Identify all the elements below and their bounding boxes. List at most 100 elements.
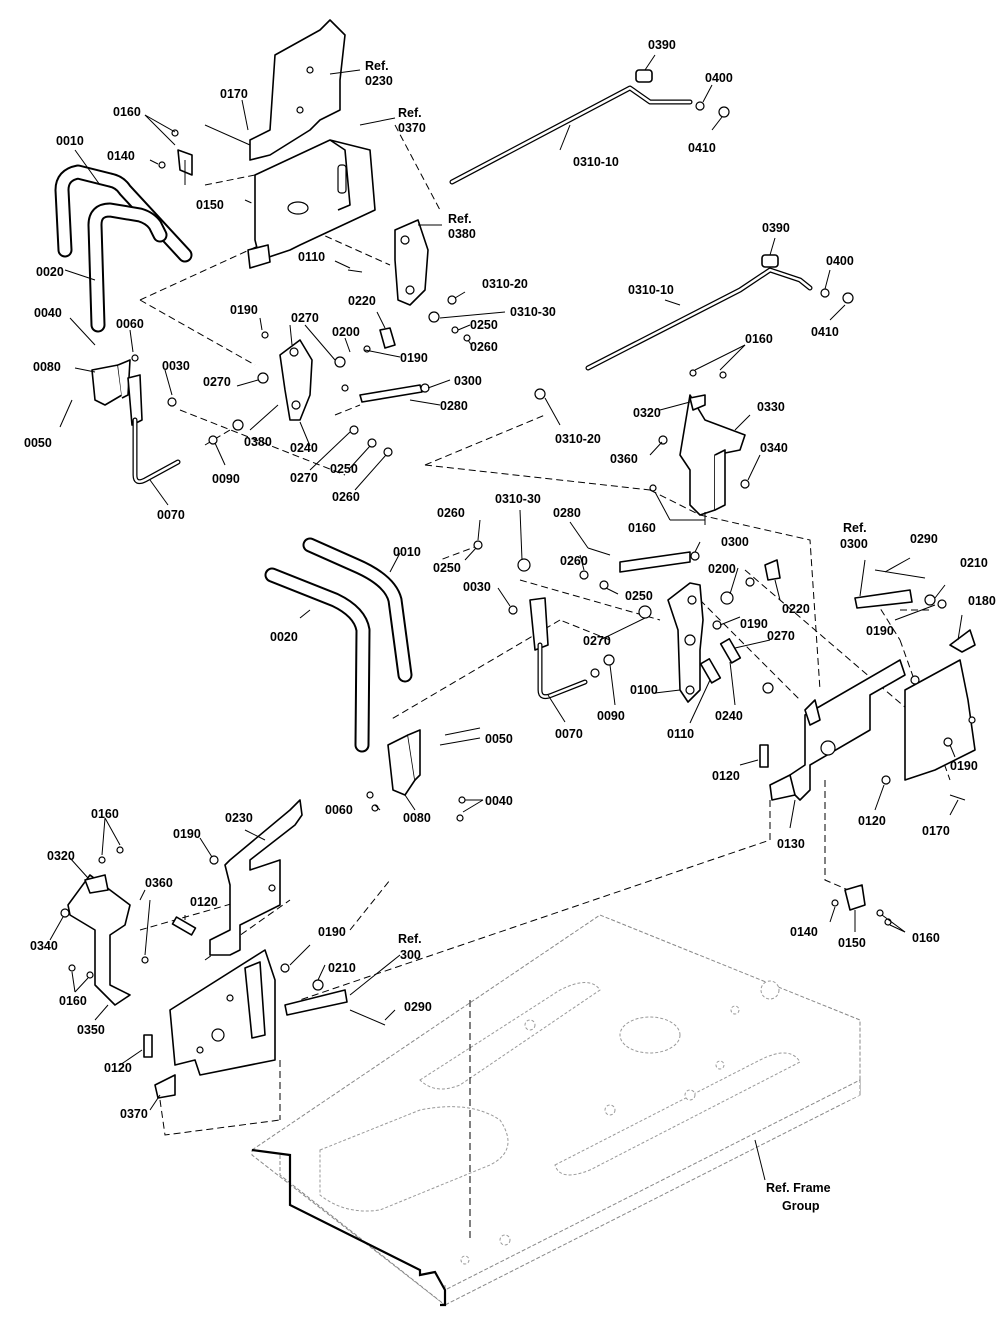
part-label: 0220 bbox=[348, 294, 376, 308]
plate-0370-top bbox=[247, 139, 376, 269]
part-label: 0190 bbox=[318, 925, 346, 939]
spring-0300-middle bbox=[587, 547, 700, 573]
part-label: 0290 bbox=[910, 532, 938, 546]
part-label: 0340 bbox=[760, 441, 788, 455]
part-label: 0270 bbox=[203, 375, 231, 389]
part-label: 0150 bbox=[838, 936, 866, 950]
part-label: 0330 bbox=[757, 400, 785, 414]
part-label: 0160 bbox=[628, 521, 656, 535]
part-label: 0250 bbox=[625, 589, 653, 603]
part-label: 0320 bbox=[47, 849, 75, 863]
part-label: 0310-10 bbox=[573, 155, 619, 169]
part-label: 0210 bbox=[328, 961, 356, 975]
part-label: 0190 bbox=[230, 303, 258, 317]
part-label: 0160 bbox=[745, 332, 773, 346]
part-label: 0190 bbox=[400, 351, 428, 365]
svg-text:300: 300 bbox=[400, 948, 421, 962]
part-label: 0190 bbox=[866, 624, 894, 638]
handle-0010-middle bbox=[302, 537, 413, 683]
small-hardware-middle bbox=[366, 540, 781, 822]
part-label: 0230 bbox=[225, 811, 253, 825]
rod-0310-10-lower bbox=[585, 254, 854, 371]
handle-0070-top bbox=[127, 374, 181, 485]
part-label: 0140 bbox=[790, 925, 818, 939]
part-label: 0320 bbox=[633, 406, 661, 420]
part-label: 0190 bbox=[950, 759, 978, 773]
part-label: 0310-30 bbox=[495, 492, 541, 506]
bracket-0080-top bbox=[91, 359, 131, 406]
spring-ref-300-bottom bbox=[280, 963, 386, 1026]
label-ref-frame-group: Ref. Frame bbox=[766, 1181, 831, 1195]
svg-text:0370: 0370 bbox=[398, 121, 426, 135]
part-label: 0200 bbox=[708, 562, 736, 576]
part-labels: Ref. 0230 Ref. 0370 Ref. 0380 Ref. 0300 … bbox=[24, 38, 996, 1213]
part-label: 0060 bbox=[116, 317, 144, 331]
part-label: 0140 bbox=[107, 149, 135, 163]
svg-text:Group: Group bbox=[782, 1199, 820, 1213]
label-ref-300: Ref. bbox=[398, 932, 422, 946]
part-label: 0260 bbox=[560, 554, 588, 568]
part-label: 0360 bbox=[145, 876, 173, 890]
part-label: 0220 bbox=[782, 602, 810, 616]
part-label: 0130 bbox=[777, 837, 805, 851]
part-label: 0120 bbox=[858, 814, 886, 828]
part-label: 0390 bbox=[762, 221, 790, 235]
rod-0310-10-upper bbox=[449, 69, 730, 185]
lever-0100-middle bbox=[667, 582, 704, 703]
part-label: 0050 bbox=[485, 732, 513, 746]
part-label: 0060 bbox=[325, 803, 353, 817]
part-label: 0350 bbox=[77, 1023, 105, 1037]
part-label: 0270 bbox=[583, 634, 611, 648]
part-label: 0360 bbox=[610, 452, 638, 466]
bracket-0150-right bbox=[831, 884, 892, 926]
part-label: 0120 bbox=[190, 895, 218, 909]
part-label: 0040 bbox=[485, 794, 513, 808]
part-label: 0410 bbox=[688, 141, 716, 155]
part-label: 0010 bbox=[56, 134, 84, 148]
part-label: 0070 bbox=[157, 508, 185, 522]
part-label: 0160 bbox=[912, 931, 940, 945]
part-label: 0160 bbox=[113, 105, 141, 119]
part-label: 0090 bbox=[597, 709, 625, 723]
plate-0370-bottom bbox=[143, 916, 276, 1099]
part-label: 0250 bbox=[433, 561, 461, 575]
part-label: 0120 bbox=[712, 769, 740, 783]
leader-lines bbox=[49, 54, 963, 1111]
handle-0020-middle bbox=[264, 567, 371, 753]
spring-ref-0300-right bbox=[854, 569, 947, 609]
part-label: 0400 bbox=[826, 254, 854, 268]
part-label: 0020 bbox=[36, 265, 64, 279]
part-label: 0270 bbox=[291, 311, 319, 325]
part-label: 0280 bbox=[553, 506, 581, 520]
plate-0130-right bbox=[759, 659, 966, 801]
label-ref-0300: Ref. bbox=[843, 521, 867, 535]
part-label: 0410 bbox=[811, 325, 839, 339]
part-label: 0310-20 bbox=[555, 432, 601, 446]
part-label: 0340 bbox=[30, 939, 58, 953]
part-label: 0030 bbox=[162, 359, 190, 373]
part-label: 0120 bbox=[104, 1061, 132, 1075]
handle-0020-top bbox=[87, 202, 168, 333]
part-label: 0240 bbox=[290, 441, 318, 455]
part-label: 0030 bbox=[463, 580, 491, 594]
part-label: 0170 bbox=[922, 824, 950, 838]
part-label: 0260 bbox=[332, 490, 360, 504]
part-label: 0190 bbox=[740, 617, 768, 631]
part-label: 0160 bbox=[59, 994, 87, 1008]
part-label: 0400 bbox=[705, 71, 733, 85]
part-label: 0260 bbox=[470, 340, 498, 354]
part-label: 0380 bbox=[244, 435, 272, 449]
part-label: 0080 bbox=[403, 811, 431, 825]
part-label: 0090 bbox=[212, 472, 240, 486]
part-label: 0170 bbox=[220, 87, 248, 101]
part-label: 0020 bbox=[270, 630, 298, 644]
bracket-0350-bottom bbox=[60, 846, 151, 1006]
part-label: 0190 bbox=[173, 827, 201, 841]
part-label: 0200 bbox=[332, 325, 360, 339]
part-label: 0100 bbox=[630, 683, 658, 697]
handle-0070-middle bbox=[529, 597, 588, 700]
svg-text:0380: 0380 bbox=[448, 227, 476, 241]
part-label: 0250 bbox=[330, 462, 358, 476]
part-label: 0300 bbox=[454, 374, 482, 388]
